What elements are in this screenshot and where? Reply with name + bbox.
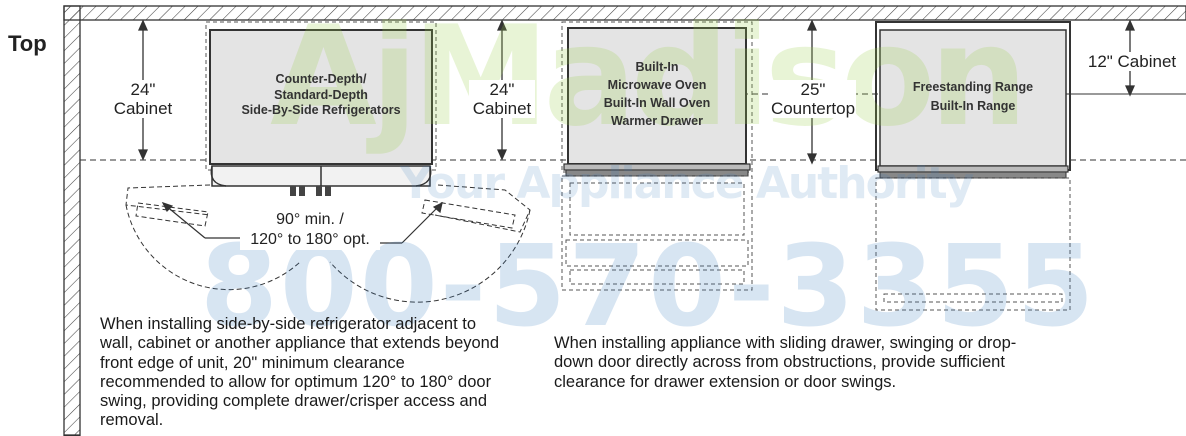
refrigerator-label-line-3: Side-By-Side Refrigerators <box>241 103 401 118</box>
oven-label-line-4: Warmer Drawer <box>611 114 703 129</box>
refrigerator-label-line-2: Standard-Depth <box>274 87 368 102</box>
range-label-line-1: Freestanding Range <box>912 80 1034 94</box>
dimension-cabinet-mid: 24" Cabinet <box>469 80 535 119</box>
view-title: Top <box>8 31 47 56</box>
swing-leader-arrows <box>161 201 443 244</box>
door-swing-paths <box>125 184 531 303</box>
dimension-cabinet-left: 24" Cabinet <box>110 80 176 119</box>
note-right: When installing appliance with sliding d… <box>554 334 1017 391</box>
side-wall <box>63 5 81 436</box>
range-label: Freestanding Range Built-In Range <box>888 78 1058 116</box>
door-swing-label: 90° min. / 120° to 180° opt. <box>240 210 380 250</box>
refrigerator-outline <box>205 21 437 196</box>
back-wall <box>63 5 1186 21</box>
range-outline <box>875 21 1071 311</box>
oven-label-line-2: Microwave Oven <box>607 78 707 93</box>
oven-label: Built-In Microwave Oven Built-In Wall Ov… <box>580 58 734 131</box>
dimension-cabinet-right: 12" Cabinet <box>1080 52 1184 72</box>
door-swing-label-line-2: 120° to 180° opt. <box>250 231 370 248</box>
note-left: When installing side-by-side refrigerato… <box>100 315 500 430</box>
refrigerator-label: Counter-Depth/ Standard-Depth Side-By-Si… <box>222 72 420 119</box>
oven-label-line-1: Built-In <box>635 60 679 74</box>
door-swing-label-line-1: 90° min. / <box>276 211 344 228</box>
dimension-countertop: 25" Countertop <box>770 80 856 119</box>
range-label-line-2: Built-In Range <box>930 98 1016 113</box>
refrigerator-label-line-1: Counter-Depth/ <box>275 72 367 86</box>
oven-label-line-3: Built-In Wall Oven <box>603 96 711 111</box>
wall-oven-outline <box>561 21 753 291</box>
